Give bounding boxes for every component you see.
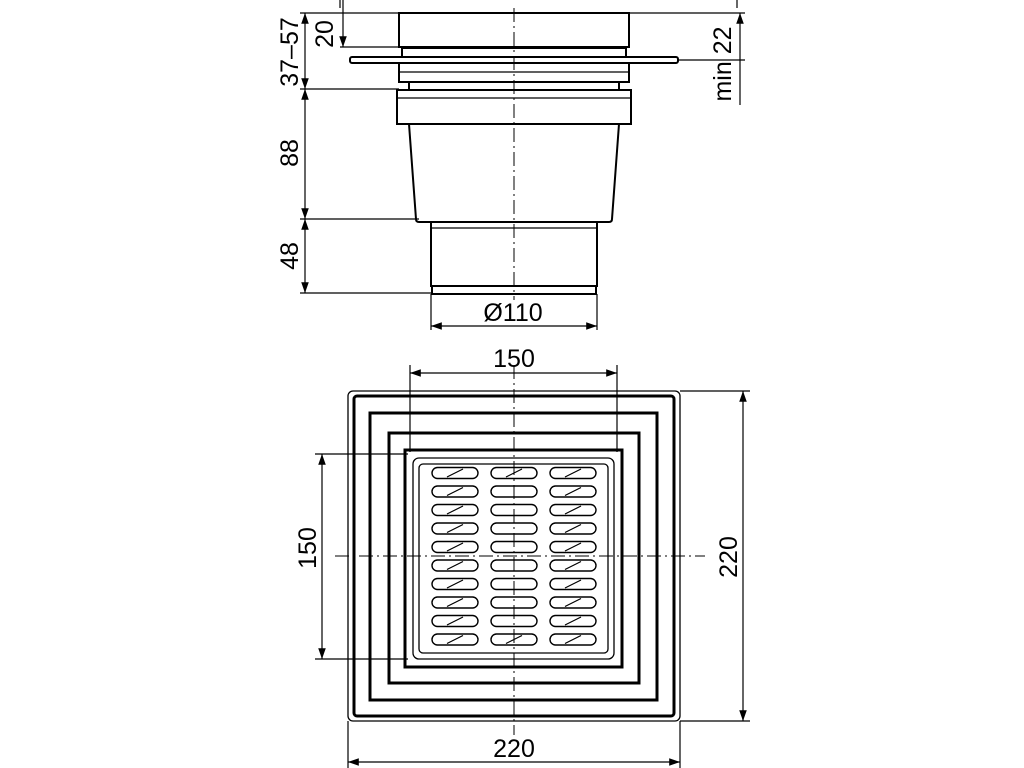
- grate-slot-hatch: [564, 542, 582, 552]
- grate-slot-hatch: [564, 468, 582, 478]
- grate-slot-hatch: [564, 634, 582, 645]
- grate-slot-hatch: [446, 505, 464, 515]
- grate-slot-hatch: [446, 634, 464, 645]
- grate-slot-hatch: [446, 542, 464, 552]
- grate-slot-hatch: [446, 616, 464, 626]
- grate-slot-hatch: [564, 597, 582, 608]
- dim-label-total-height: 37–57: [276, 17, 304, 87]
- dim-label-ring: 20: [311, 20, 339, 48]
- top-view: 150 150 220 220: [294, 345, 750, 768]
- dim-label-grate-height: 150: [294, 527, 322, 569]
- grate-slot-hatch: [446, 523, 464, 534]
- drain-body: [407, 123, 621, 223]
- dim-label-outlet-diameter: Ø110: [483, 299, 542, 327]
- grate-slot-hatch: [446, 468, 464, 478]
- grate-slot-hatch: [446, 486, 464, 497]
- grate-slot-hatch: [564, 523, 582, 534]
- grate-slot-hatch: [446, 560, 464, 571]
- grate-slot-hatch: [564, 579, 582, 589]
- grate-slot-hatch: [564, 616, 582, 626]
- dim-label-frame-width: 220: [493, 735, 535, 763]
- dim-label-min-height: min 22: [709, 26, 737, 101]
- grate-slot-hatch: [564, 486, 582, 497]
- grate-slot-hatch: [446, 597, 464, 608]
- grate-slot-hatch: [564, 505, 582, 515]
- dim-label-frame-height: 220: [715, 536, 743, 578]
- grate-slot-hatch: [446, 579, 464, 589]
- side-view: 37–57 20 88 48 min 22 Ø110: [276, 0, 745, 330]
- grate-slot-hatch: [564, 560, 582, 571]
- dim-label-body: 88: [276, 139, 304, 167]
- dim-label-outlet: 48: [276, 242, 304, 270]
- dim-label-grate-width: 150: [493, 345, 535, 373]
- flange-collar: [401, 47, 627, 58]
- grate-slots: [431, 466, 597, 646]
